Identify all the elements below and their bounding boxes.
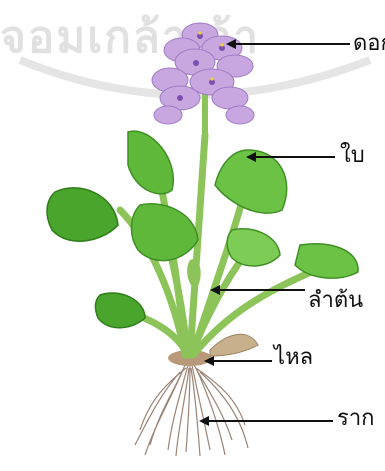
leaf [215,150,287,213]
label-root: ราก [337,408,375,430]
leaf [227,229,280,266]
leaf [131,204,198,261]
flower-spike [152,23,254,135]
arrow-flower [226,39,350,49]
label-stem: ลำต้น [308,290,363,312]
roots [135,365,248,456]
leaf [128,131,173,194]
bulb-petiole [187,259,201,290]
dry-leaf [210,334,258,356]
label-leaf: ใบ [340,145,365,167]
label-flower: ดอก [353,33,385,55]
arrow-stolon [204,356,272,366]
arrow-root [199,416,333,426]
leaf [47,188,118,241]
leaf [96,293,145,328]
label-stolon: ไหล [274,347,313,369]
